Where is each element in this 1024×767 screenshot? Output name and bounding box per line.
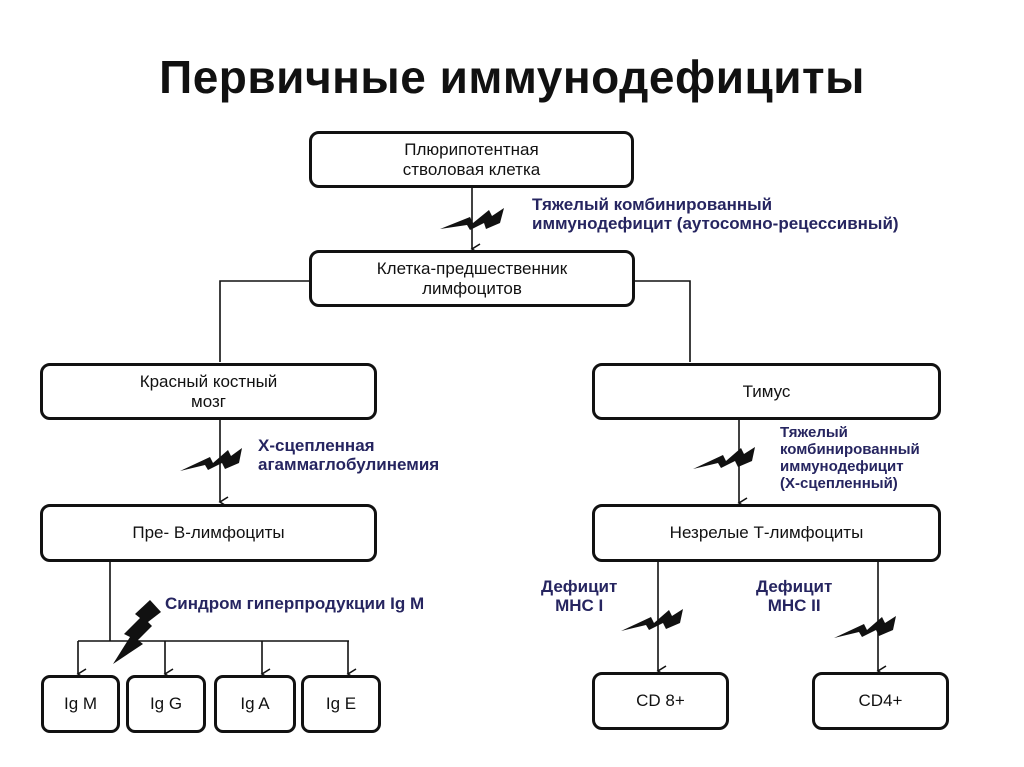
node-stem-cell: Плюрипотентная стволовая клетка bbox=[309, 131, 634, 188]
node-immature-t-lymphocytes: Незрелые Т-лимфоциты bbox=[592, 504, 941, 562]
defect-label-scid-x-linked: Тяжелый комбинированный иммунодефицит (Х… bbox=[780, 424, 920, 492]
lightning-icon-mhc1 bbox=[621, 609, 683, 631]
lightning-icon-scid-x bbox=[693, 447, 755, 469]
defect-label-scid-autosomal-recessive: Тяжелый комбинированный иммунодефицит (а… bbox=[532, 195, 899, 233]
defect-label-x-linked-agammaglobulinemia: Х-сцепленная агаммаглобулинемия bbox=[258, 436, 440, 474]
lightning-icon-mhc2 bbox=[834, 616, 896, 638]
node-igg: Ig G bbox=[126, 675, 206, 733]
edge-precursor-thymus bbox=[630, 280, 691, 362]
node-pre-b-lymphocytes: Пре- В-лимфоциты bbox=[40, 504, 377, 562]
defect-label-mhc1-deficiency: Дефицит МНС I bbox=[541, 577, 618, 615]
node-lymphocyte-precursor: Клетка-предшественник лимфоцитов bbox=[309, 250, 635, 307]
page-title: Первичные иммунодефициты bbox=[159, 51, 865, 103]
defect-label-mhc2-deficiency: Дефицит МНС II bbox=[756, 577, 833, 615]
node-ige: Ig E bbox=[301, 675, 381, 733]
node-bone-marrow: Красный костный мозг bbox=[40, 363, 377, 420]
node-cd4: CD4+ bbox=[812, 672, 949, 730]
lightning-icon-hyper-igm bbox=[113, 600, 161, 664]
node-thymus: Тимус bbox=[592, 363, 941, 420]
node-cd8: CD 8+ bbox=[592, 672, 729, 730]
edge-precursor-bone-marrow bbox=[219, 280, 309, 362]
lightning-icon-xla bbox=[180, 448, 242, 471]
node-iga: Ig A bbox=[214, 675, 296, 733]
node-igm: Ig M bbox=[41, 675, 120, 733]
lightning-icon-scid-ar bbox=[440, 208, 504, 230]
defect-label-hyper-igm-syndrome: Синдром гиперпродукции Ig M bbox=[165, 594, 425, 613]
